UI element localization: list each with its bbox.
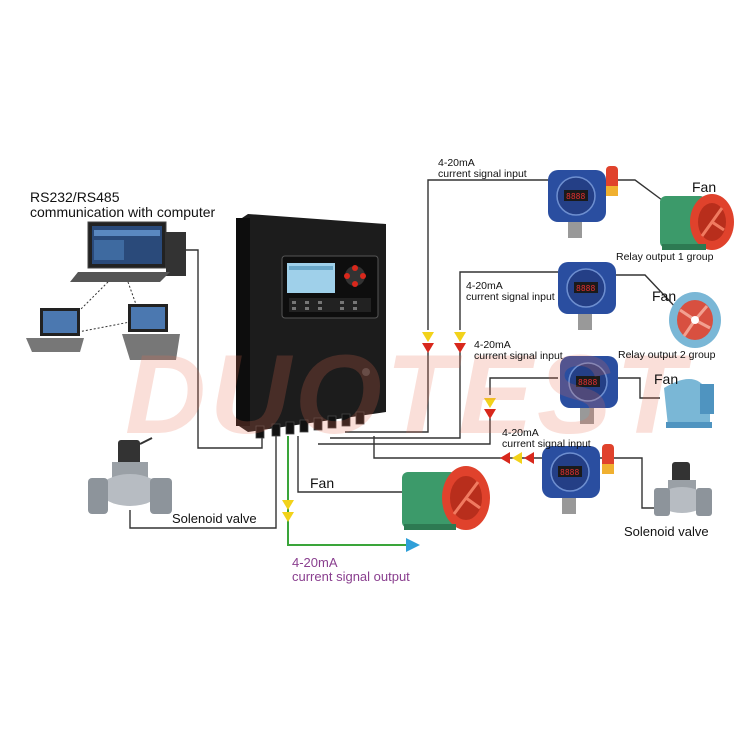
- wire-detector-2: [459, 271, 558, 330]
- label-signal-input-3: 4-20mA: [474, 339, 511, 351]
- label-relay-1: Relay output 1 group: [616, 251, 714, 263]
- fan-top-right: [660, 194, 734, 250]
- label-signal-input-4-sub: current signal input: [502, 438, 591, 450]
- label-solenoid-right: Solenoid valve: [624, 524, 709, 539]
- wire-relay-2: [612, 274, 681, 313]
- label-relay-2: Relay output 2 group: [618, 349, 716, 361]
- svg-text:8888: 8888: [566, 192, 585, 201]
- label-output-sub: current signal output: [292, 569, 410, 584]
- label-signal-input-2-sub: current signal input: [466, 291, 555, 303]
- label-signal-input-1: 4-20mA: [438, 157, 475, 169]
- wire-computer: [180, 249, 263, 449]
- gas-detector-2: 8888: [558, 262, 616, 330]
- svg-text:8888: 8888: [560, 468, 579, 477]
- wiring: [129, 179, 681, 529]
- fan-centrifugal: [664, 379, 714, 428]
- output-arrow: [406, 538, 420, 552]
- label-output: 4-20mA: [292, 555, 338, 570]
- label-fan-2: Fan: [652, 288, 677, 304]
- svg-text:8888: 8888: [578, 378, 597, 387]
- wire-relay-3: [612, 377, 660, 399]
- wire-fan: [297, 436, 402, 493]
- label-rs232: RS232/RS485: [30, 189, 120, 205]
- controller-cabinet: [236, 214, 386, 439]
- label-signal-input-1-sub: current signal input: [438, 168, 527, 180]
- label-signal-input-2: 4-20mA: [466, 280, 503, 292]
- fan-bottom: [402, 466, 490, 530]
- label-solenoid-left: Solenoid valve: [172, 511, 257, 526]
- computer-network: [26, 221, 186, 360]
- gas-detector-3: 8888: [560, 356, 618, 424]
- label-signal-input-4: 4-20mA: [502, 427, 539, 439]
- output-wire: [287, 436, 420, 552]
- solenoid-valve-left: [88, 437, 172, 514]
- gas-detector-1: 8888: [548, 166, 618, 238]
- wire-detector-3-to-cabinet: [318, 418, 491, 445]
- desktop-tower: [166, 232, 186, 276]
- solenoid-valve-right: [654, 462, 712, 516]
- wire-detector-1-to-cabinet: [345, 352, 429, 433]
- svg-text:8888: 8888: [576, 284, 595, 293]
- signal-triangles: [282, 332, 534, 522]
- label-fan-4: Fan: [310, 475, 335, 491]
- wire-detector-3: [489, 377, 558, 395]
- wire-solenoid: [129, 436, 277, 529]
- label-fan-1: Fan: [692, 179, 717, 195]
- label-fan-3: Fan: [654, 371, 679, 387]
- wire-relay-4: [592, 457, 660, 509]
- label-communication: communication with computer: [30, 204, 216, 220]
- label-signal-input-3-sub: current signal input: [474, 350, 563, 362]
- gas-detector-4: 8888: [542, 444, 614, 514]
- wire-detector-1: [427, 179, 548, 330]
- watermark: DUOTEST: [125, 332, 689, 457]
- fan-axial: [669, 292, 721, 348]
